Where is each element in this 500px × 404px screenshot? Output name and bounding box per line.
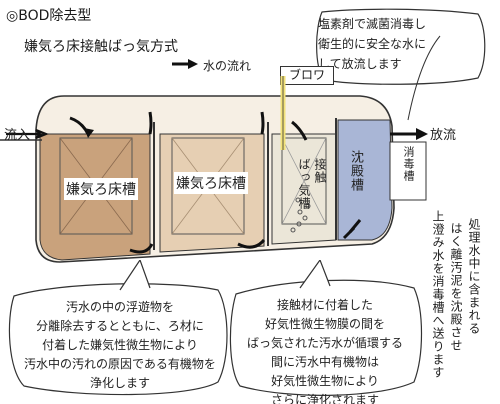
diagram-title: ◎BOD除去型	[6, 8, 92, 24]
diagram-subtitle: 嫌気ろ床接触ばっ気方式	[24, 39, 178, 55]
outflow-label: 放流	[430, 128, 457, 143]
right-note-col1: 処理水中に含まれる	[467, 218, 481, 335]
disinfection-tank-label: 消毒槽	[402, 146, 415, 182]
right-note-col2: はく離汚泥を沈殿させ	[449, 222, 463, 352]
sedimentation-tank-label: 沈殿槽	[348, 150, 363, 192]
note-bubbles	[8, 260, 423, 396]
inflow-label: 流入	[4, 128, 31, 143]
sedimentation-tank	[337, 119, 393, 241]
anaerobic-tank-2-label: 嫌気ろ床槽	[174, 172, 248, 194]
flow-legend-arrow-icon	[172, 59, 198, 69]
aeration-note-text: 接触材に付着した 好気性微生物膜の間を ばっ気された汚水が循環する 間に汚水中有…	[246, 298, 403, 404]
contact-tank-label-col1: 接触	[313, 158, 327, 184]
right-note-col3: 上澄み水を消毒槽へ送ります	[431, 210, 445, 379]
anaerobic-tank-1-label: 嫌気ろ床槽	[64, 178, 138, 200]
anaerobic-note-text: 汚水の中の浮遊物を 分離除去するとともに、ろ材に 付着した嫌気性微生物により 汚…	[24, 300, 216, 390]
chlorine-note-text: 塩素剤で滅菌消毒し 衛生的に安全な水に して放流します	[318, 17, 427, 71]
flow-legend-label: 水の流れ	[203, 59, 252, 73]
contact-tank-label-col2: ばっ気槽	[297, 158, 311, 210]
blower-label: ブロワ	[280, 66, 334, 85]
